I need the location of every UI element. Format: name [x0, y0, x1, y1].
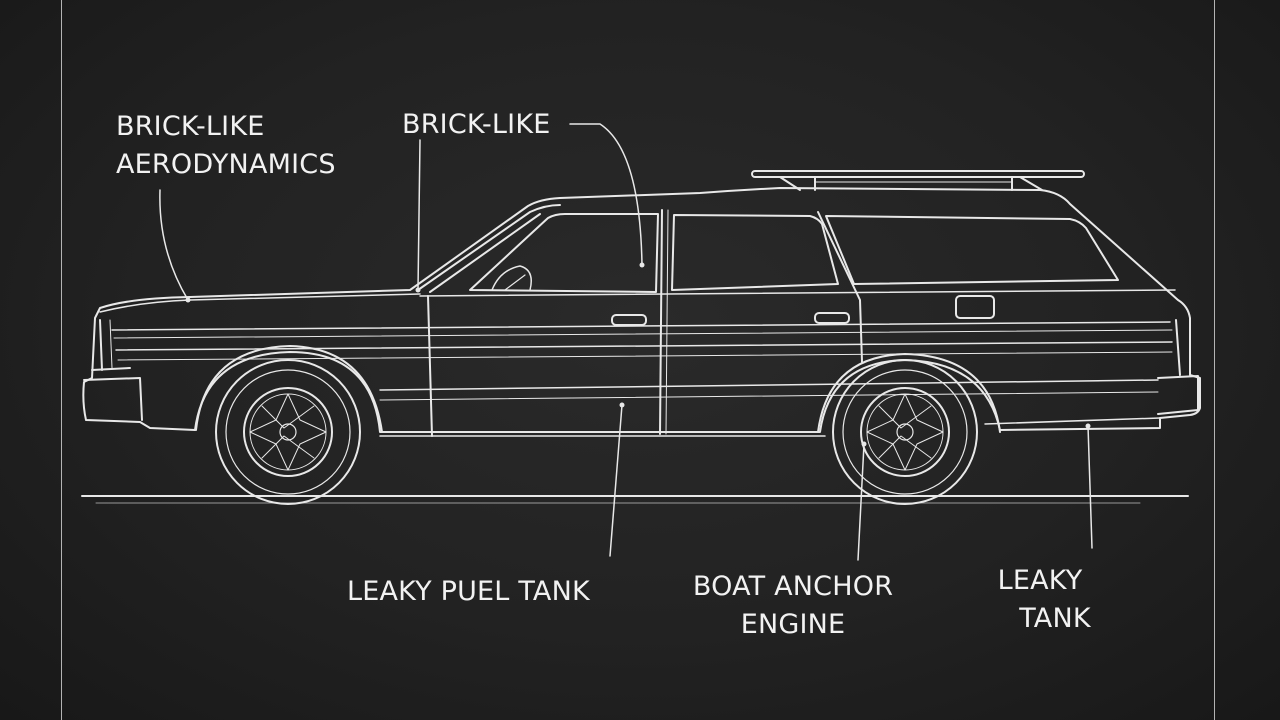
hood-line	[100, 294, 420, 312]
front-bumper	[84, 320, 142, 420]
label-engine: BOAT ANCHOR ENGINE	[680, 568, 906, 644]
front-window	[470, 214, 658, 292]
rear-wheel	[833, 360, 977, 504]
leader-fuel-tank	[610, 405, 622, 556]
steering-wheel	[492, 266, 531, 290]
label-aerodynamics-line1: BRICK-LIKE	[116, 111, 265, 142]
label-aerodynamics-line2: AERODYNAMICS	[116, 149, 336, 180]
roof-rack	[752, 171, 1084, 190]
car-body-outline	[83, 188, 1200, 432]
front-wheel-arch	[196, 346, 382, 432]
side-trim-lines	[112, 322, 1172, 436]
rear-door-handle	[815, 313, 849, 323]
fuel-door	[956, 296, 994, 318]
beltline	[420, 290, 1175, 296]
c-pillar	[818, 212, 862, 362]
frame-border-right	[1214, 0, 1215, 720]
leader-engine	[858, 444, 864, 560]
label-tank-line1: LEAKY	[997, 565, 1083, 596]
label-aerodynamics: BRICK-LIKE AERODYNAMICS	[116, 108, 336, 184]
front-door-line	[428, 296, 432, 436]
a-pillar	[418, 205, 560, 290]
label-engine-line1: BOAT ANCHOR	[692, 571, 894, 602]
label-fuel-tank: LEAKY PUEL TANK	[347, 573, 590, 611]
front-door-handle	[612, 315, 646, 325]
leader-aerodynamics	[160, 190, 188, 300]
front-wheel	[216, 360, 360, 504]
b-pillar-inner	[666, 210, 668, 434]
label-tank-line2: TANK	[1019, 603, 1091, 634]
rear-window	[826, 216, 1118, 284]
label-brick-like: BRICK-LIKE	[402, 106, 550, 144]
windshield-inner	[430, 214, 540, 292]
leader-brick-like-window	[570, 124, 642, 265]
label-engine-line2: ENGINE	[740, 609, 846, 640]
leader-brick-like	[418, 140, 420, 290]
label-tank: LEAKY TANK	[984, 562, 1096, 638]
b-pillar	[660, 210, 662, 434]
frame-border-left	[61, 0, 62, 720]
leader-tank	[1088, 426, 1092, 548]
rear-bumper	[1158, 320, 1198, 414]
label-brick-like-text: BRICK-LIKE	[402, 109, 551, 140]
middle-window	[672, 215, 838, 290]
label-fuel-tank-text: LEAKY PUEL TANK	[347, 576, 590, 607]
rear-wheel-arch	[818, 354, 1000, 432]
